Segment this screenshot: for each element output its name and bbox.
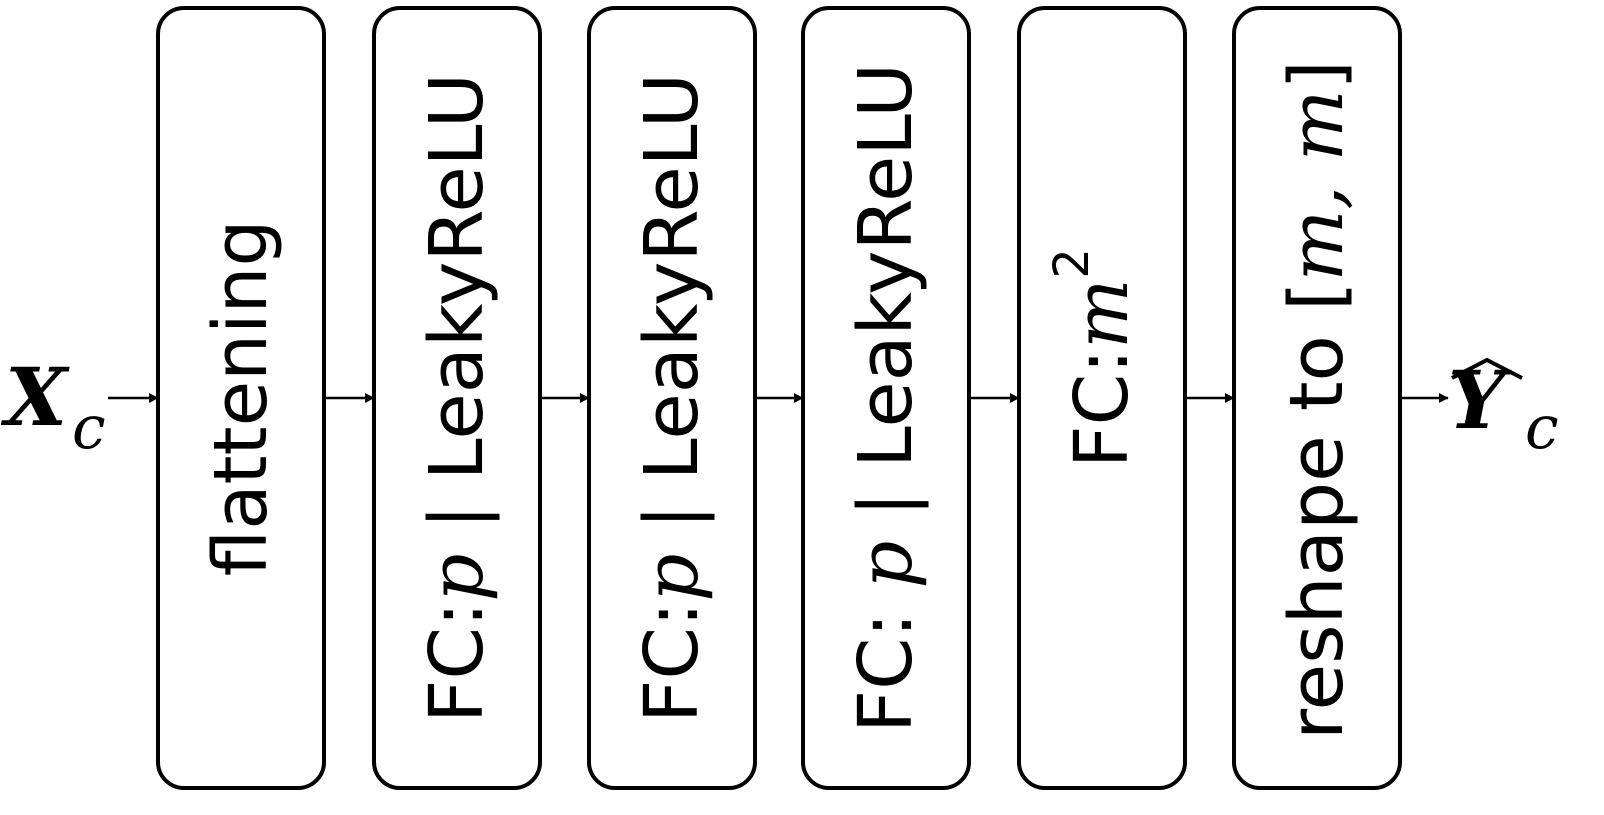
block-label: flattening — [198, 220, 284, 577]
block-label: reshape to [m, m] — [1274, 60, 1360, 740]
input-var: X — [0, 350, 70, 444]
output-var: Y — [1448, 353, 1512, 447]
block-reshape: reshape to [m, m] — [1232, 6, 1402, 790]
block-flattening: flattening — [156, 6, 326, 790]
block-fc-1: FC:p | LeakyReLU — [372, 6, 542, 790]
block-fc-3: FC: p | LeakyReLU — [801, 6, 971, 790]
block-label: FC:p | LeakyReLU — [629, 73, 715, 723]
block-label: FC:m2 — [1044, 248, 1145, 468]
output-sub: c — [1525, 393, 1559, 463]
block-fc-2: FC:p | LeakyReLU — [587, 6, 757, 790]
input-sub: c — [72, 393, 106, 463]
block-label: FC:p | LeakyReLU — [414, 73, 500, 723]
block-label: FC: p | LeakyReLU — [843, 63, 929, 733]
output-label: Y c — [1448, 353, 1559, 463]
hat-accent — [1451, 357, 1523, 380]
block-fc-output: FC:m2 — [1017, 6, 1187, 790]
input-label: X c — [0, 350, 106, 463]
